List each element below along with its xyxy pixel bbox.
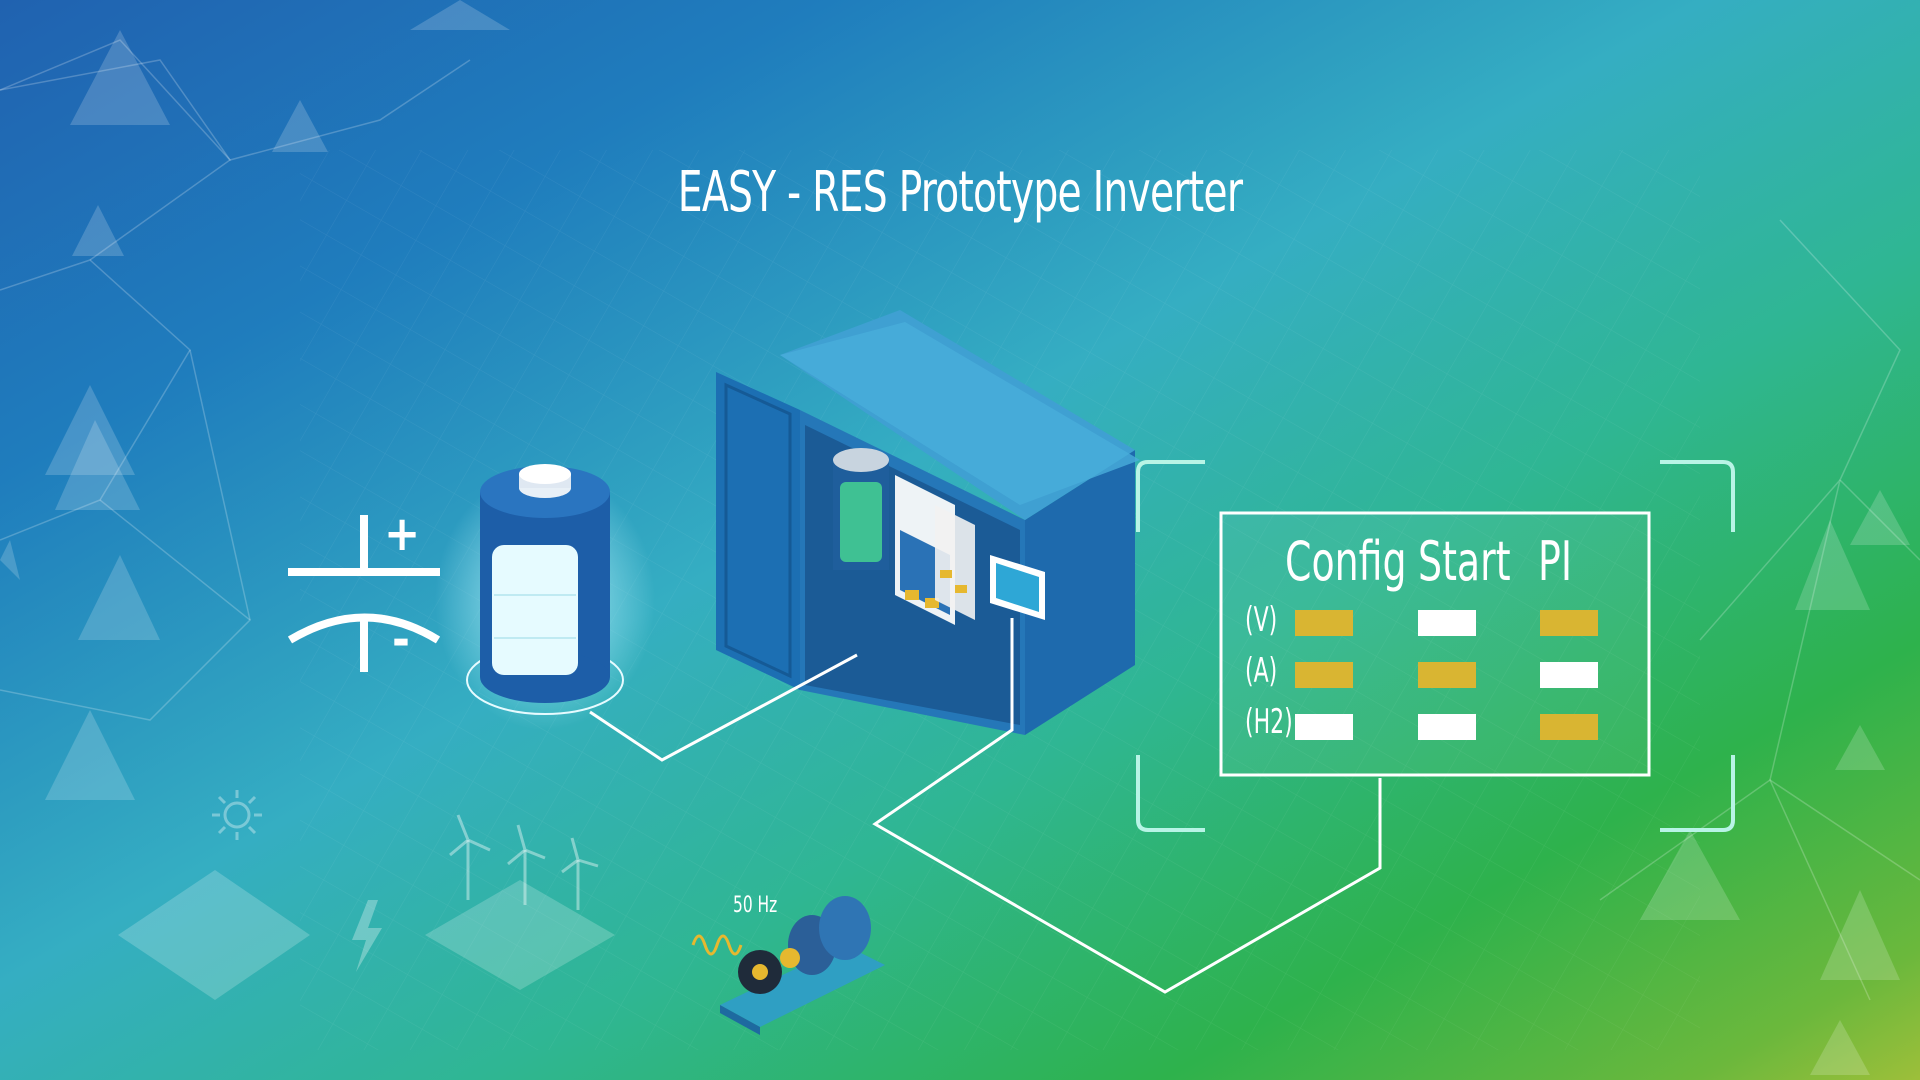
- renewables-icons: [118, 870, 615, 1000]
- motor-frequency-label: 50 Hz: [733, 893, 778, 918]
- column-header-config: Config: [1285, 530, 1407, 593]
- wind-turbine-icon: [449, 814, 599, 910]
- panel-brackets: [1136, 460, 1735, 832]
- indicator-start-0: [1418, 610, 1476, 636]
- row-label-v: (V): [1245, 600, 1278, 640]
- indicator-grid: [1295, 610, 1598, 740]
- column-header-pi: PI: [1538, 530, 1573, 593]
- row-label-h2: (H2): [1245, 702, 1293, 742]
- inverter-cabinet-icon: [716, 310, 1140, 735]
- indicator-config-2: [1295, 714, 1353, 740]
- battery-icon: [466, 464, 624, 715]
- indicator-start-2: [1418, 714, 1476, 740]
- motor-icon: [691, 896, 885, 1035]
- page-title: EASY - RES Prototype Inverter: [677, 160, 1243, 225]
- capacitor-minus-label: -: [392, 612, 410, 668]
- capacitor-symbol-icon: [287, 515, 441, 672]
- indicator-pi-0: [1540, 610, 1598, 636]
- sun-icon: [212, 790, 262, 840]
- indicator-config-1: [1295, 662, 1353, 688]
- indicator-pi-1: [1540, 662, 1598, 688]
- row-label-a: (A): [1245, 651, 1278, 691]
- capacitor-plus-label: +: [384, 506, 421, 562]
- indicator-pi-2: [1540, 714, 1598, 740]
- indicator-start-1: [1418, 662, 1476, 688]
- network-lines: [0, 39, 1920, 1001]
- connection-lines: [589, 618, 1382, 994]
- column-header-start: Start: [1418, 530, 1511, 593]
- lightning-icon: [352, 900, 382, 972]
- indicator-config-0: [1295, 610, 1353, 636]
